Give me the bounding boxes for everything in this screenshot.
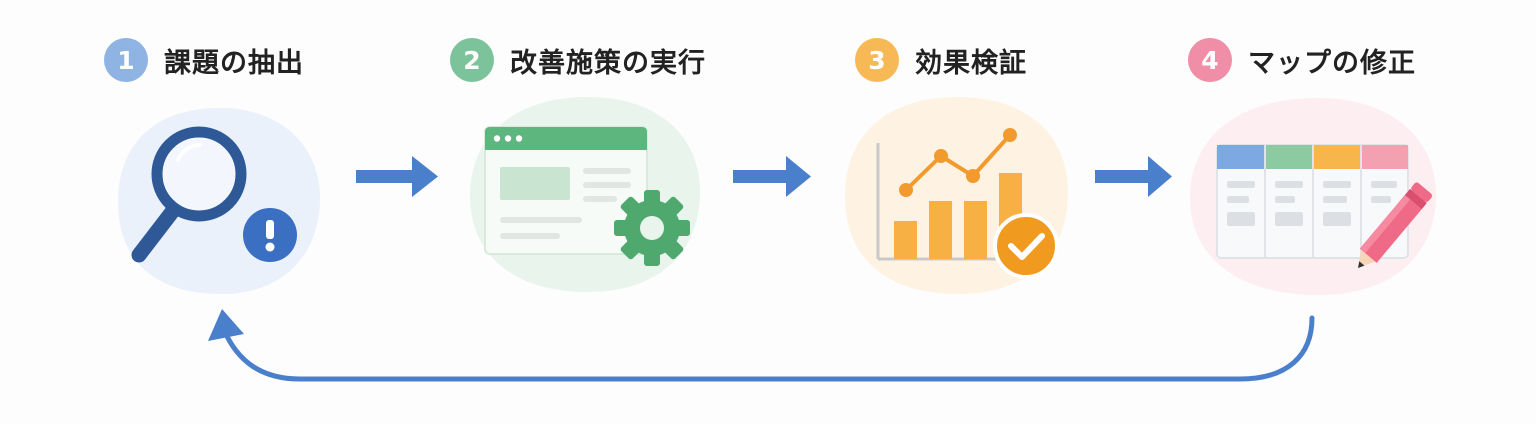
map-column-header-3 [1313,145,1361,169]
step-3-title: 効果検証 [915,47,1027,79]
step-2-number-badge: 2 [450,38,494,82]
step-3-header: 3 効果検証 [855,38,1027,82]
chart-check-icon [845,96,1069,295]
content-image-block [500,167,570,200]
step-2-title: 改善施策の実行 [510,47,706,79]
alert-icon [243,208,297,262]
step-1-header: 1 課題の抽出 [104,38,304,82]
chart-bar-2 [929,201,952,259]
step-3-number-badge: 3 [855,38,899,82]
check-icon [993,213,1059,279]
magnifier-handle [131,204,180,263]
map-column-header-4 [1361,145,1408,169]
flow-arrow-2 [733,156,811,197]
map-board-pencil-icon [1190,97,1437,296]
flow-arrow-3 [1095,156,1172,197]
chart-point-2 [934,149,948,163]
browser-titlebar [485,127,647,150]
chart-point-3 [966,169,980,183]
chart-point-4 [1003,128,1017,142]
step-4-number-badge: 4 [1188,38,1232,82]
flow-arrow-1 [356,156,438,197]
step-1-number-badge: 1 [104,38,148,82]
magnifier-glare [176,143,202,162]
gear-icon [614,190,690,266]
step-2-header: 2 改善施策の実行 [450,38,706,82]
loop-back-arrow [208,309,1315,382]
magnifier-ring [151,126,247,222]
pencil-icon [1358,182,1433,268]
map-column-header-1 [1217,145,1265,169]
chart-bar-3 [964,201,987,259]
map-column-header-2 [1265,145,1313,169]
magnifier-alert-icon [118,107,321,295]
chart-point-1 [899,183,913,197]
step-1-title: 課題の抽出 [164,47,304,79]
webpage-gear-icon [470,96,701,293]
step-4-header: 4 マップの修正 [1188,38,1416,82]
step-4-title: マップの修正 [1248,47,1416,79]
chart-bar-1 [894,221,917,259]
chart-trend-line [904,133,1012,192]
